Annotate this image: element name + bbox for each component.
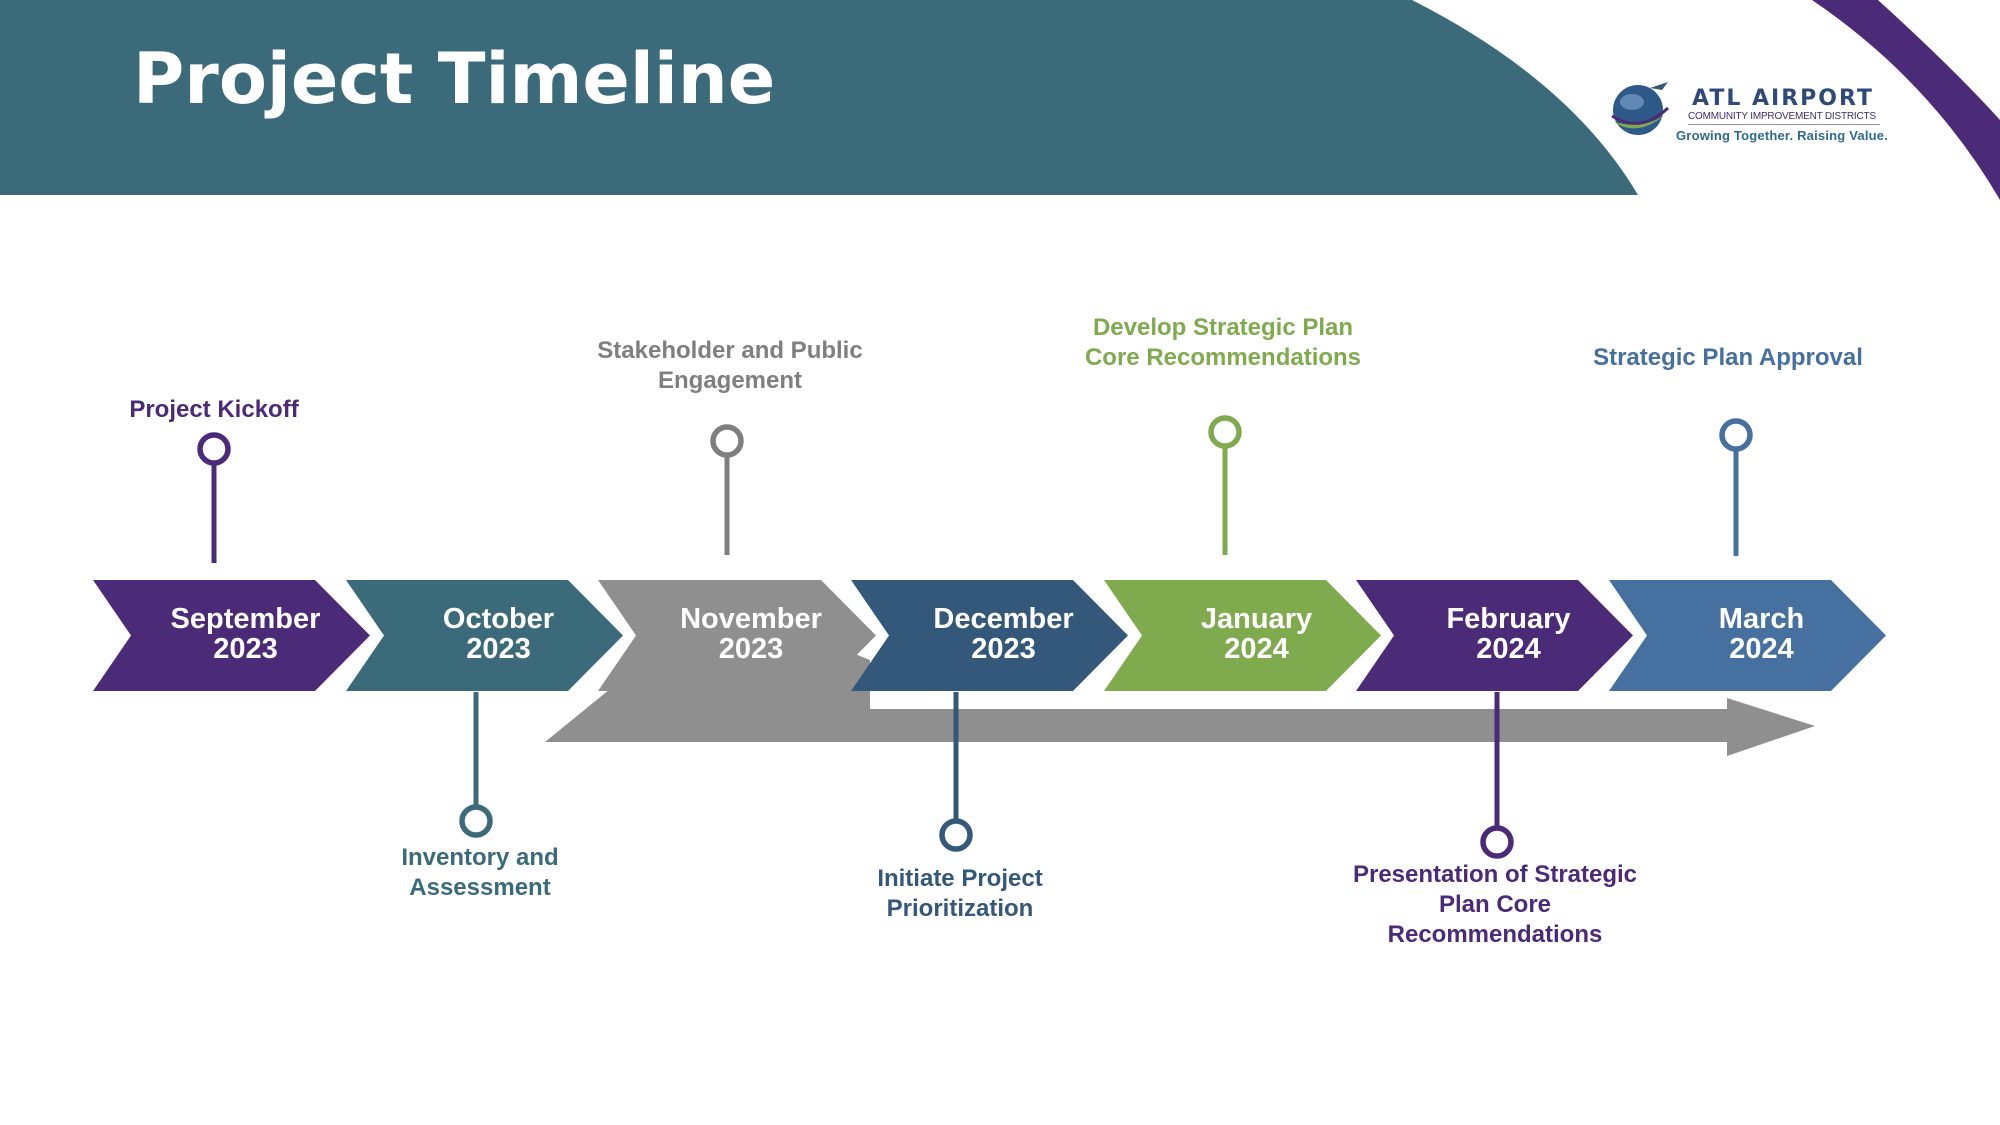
milestone-label: Inventory and Assessment (401, 844, 559, 901)
month-chevron (851, 580, 1128, 691)
month-chevron (1104, 580, 1381, 691)
month-year: 2024 (1729, 633, 1794, 665)
month-chevron (93, 580, 370, 691)
month-year: 2023 (718, 633, 784, 665)
month-year: 2023 (213, 633, 278, 665)
logo-tagline: Growing Together. Raising Value. (1676, 128, 1889, 143)
month-name: November (680, 603, 822, 635)
month-chevron (598, 580, 876, 691)
milestone-label: Initiate Project Prioritization (877, 865, 1043, 922)
logo-divider (1688, 124, 1880, 125)
milestone-marker (939, 818, 973, 852)
milestone-label: Presentation of Strategic Plan Core Reco… (1352, 861, 1638, 948)
milestone-label: Strategic Plan Approval (1593, 344, 1863, 371)
milestone-marker (1208, 415, 1242, 449)
month-chevron (1609, 580, 1886, 691)
logo-subtitle: COMMUNITY IMPROVEMENT DISTRICTS (1688, 111, 1876, 122)
month-year: 2023 (971, 633, 1036, 665)
month-year: 2024 (1476, 633, 1541, 665)
header-band (0, 0, 1638, 195)
milestone-marker (710, 424, 744, 458)
milestone-marker (459, 804, 493, 838)
milestone-marker (1480, 825, 1514, 859)
month-year: 2024 (1224, 633, 1289, 665)
milestone-marker (197, 432, 231, 466)
milestone-marker (1719, 418, 1753, 452)
month-chevron (346, 580, 623, 691)
month-chevron (1356, 580, 1633, 691)
month-name: February (1446, 603, 1571, 635)
month-chevrons (93, 580, 1886, 691)
month-name: October (442, 603, 555, 635)
globe-plane-icon (1611, 82, 1670, 135)
milestone-label: Project Kickoff (129, 396, 299, 423)
page-title: Project Timeline (133, 38, 776, 120)
milestone-label: Stakeholder and Public Engagement (597, 337, 863, 394)
atl-airport-logo: ATL AIRPORT COMMUNITY IMPROVEMENT DISTRI… (1610, 80, 1890, 150)
header-accent-stripe (1812, 0, 2000, 200)
logo-name: ATL AIRPORT (1692, 86, 1874, 111)
month-name: March (1718, 603, 1805, 635)
milestone-label: Develop Strategic Plan Core Recommendati… (1084, 314, 1362, 371)
month-name: September (170, 603, 321, 635)
month-name: December (933, 603, 1074, 635)
milestone-connectors (197, 415, 1753, 859)
month-year: 2023 (466, 633, 531, 665)
month-name: January (1200, 603, 1313, 635)
